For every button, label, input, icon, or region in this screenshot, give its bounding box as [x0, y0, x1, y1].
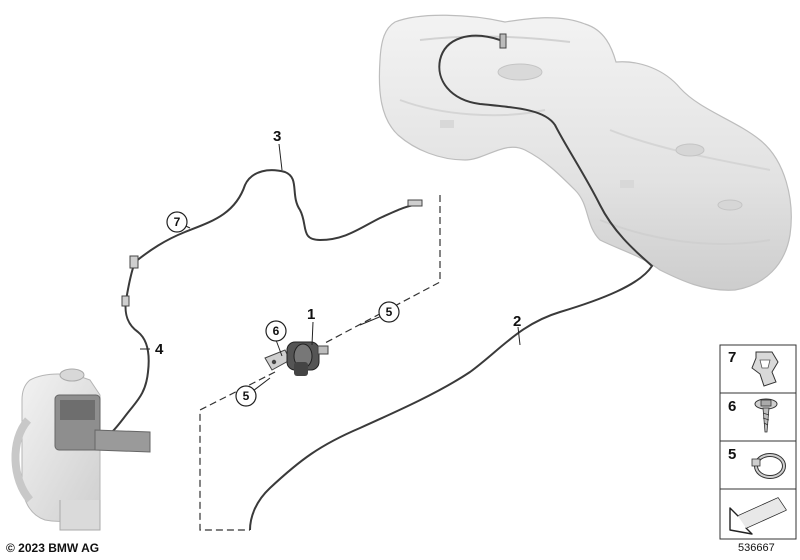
auxiliary-heater [11, 368, 151, 531]
callout-5-circle-left: 5 [235, 385, 257, 407]
diagram-number: 536667 [738, 542, 775, 554]
callout-1: 1 [307, 306, 315, 323]
callout-4: 4 [155, 341, 164, 358]
line-connector-upper [129, 255, 139, 269]
leader-lines [140, 143, 521, 395]
clip-icon [751, 351, 779, 387]
legend-number-6: 6 [728, 398, 736, 415]
parts-legend: 7 6 5 [719, 344, 797, 540]
fuel-line-3 [134, 169, 421, 263]
screw-icon [754, 398, 778, 433]
callout-2: 2 [513, 313, 521, 330]
copyright-notice: © 2023 BMW AG [6, 541, 100, 555]
direction-arrow-icon [729, 497, 787, 535]
callout-7: 7 [174, 215, 181, 229]
fuel-line-2 [249, 34, 654, 531]
callout-6: 6 [273, 324, 280, 338]
legend-number-7: 7 [728, 349, 736, 366]
legend-number-5: 5 [728, 446, 736, 463]
callout-5-circle-right: 5 [378, 301, 400, 323]
callout-6-circle: 6 [265, 320, 287, 342]
line-end-connector [407, 199, 423, 207]
fuel-line-4 [111, 261, 150, 433]
fuel-filter-part-1 [264, 341, 329, 376]
line-connector-lower [121, 295, 130, 307]
line-connector [499, 33, 507, 49]
fuel-tank [378, 14, 792, 291]
callout-5-right: 5 [386, 305, 393, 319]
callout-7-circle: 7 [166, 211, 188, 233]
callout-3: 3 [273, 128, 281, 145]
hose-clamp-icon [751, 453, 786, 479]
callout-5-left: 5 [243, 389, 250, 403]
